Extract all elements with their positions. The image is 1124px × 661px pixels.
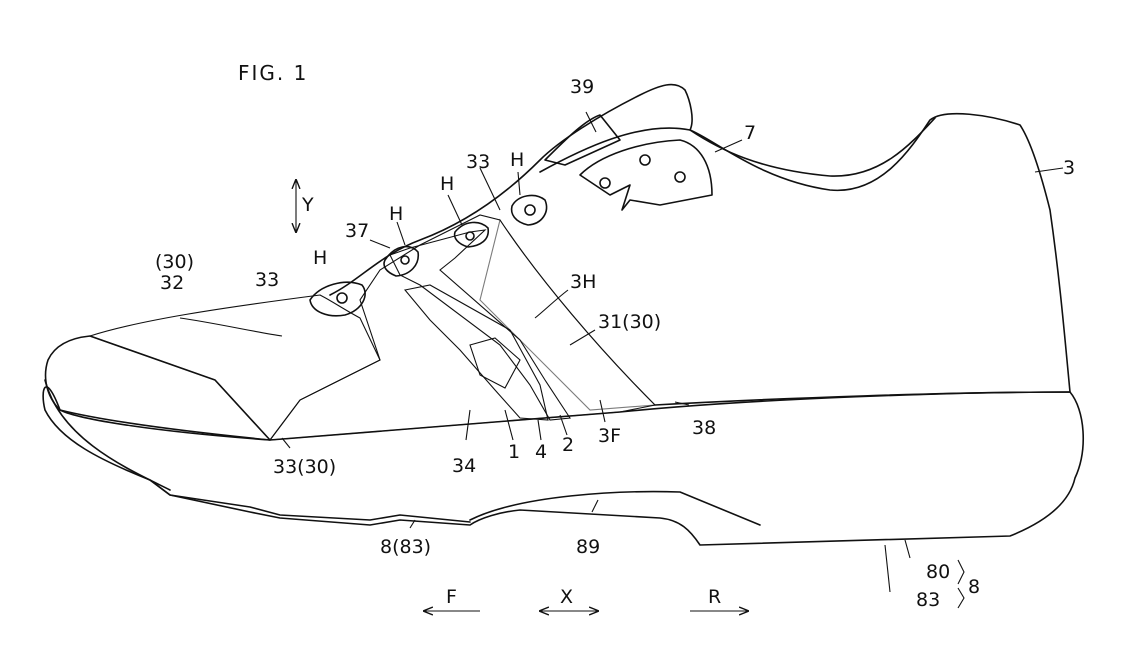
midfoot-mesh-stripe	[479, 218, 657, 411]
label-H-a: H	[440, 173, 454, 195]
label-39: 39	[570, 76, 594, 98]
label-33-left: 33	[255, 269, 279, 291]
collar-top	[329, 83, 1071, 393]
label-3F: 3F	[598, 425, 621, 447]
tongue-39	[544, 114, 621, 166]
support-band-rear	[389, 229, 571, 421]
eyelet-top	[510, 194, 548, 226]
forefoot-mesh	[88, 294, 381, 441]
eyelet-front-hole	[336, 292, 348, 304]
label-3H: 3H	[570, 271, 596, 293]
label-37: 37	[345, 220, 369, 242]
label-33-30: 33(30)	[273, 456, 336, 478]
label-33-top: 33	[466, 151, 490, 173]
label-8-83: 8(83)	[380, 536, 431, 558]
support-band-front	[403, 284, 549, 421]
eyelet-top-hole	[524, 204, 536, 216]
outsole-pods	[149, 479, 471, 523]
label-x-axis: X	[560, 586, 573, 608]
label-34: 34	[452, 455, 476, 477]
label-H-b: H	[389, 203, 403, 225]
heel-tab	[579, 139, 713, 211]
label-30-paren: (30)	[155, 251, 194, 273]
label-Y: Y	[301, 194, 314, 216]
label-83: 83	[916, 589, 940, 611]
heel-tab-hole-1	[599, 177, 611, 189]
label-1: 1	[508, 441, 520, 463]
sole-outline	[42, 386, 1084, 546]
midsole-lower-line	[44, 379, 761, 526]
label-4: 4	[535, 441, 547, 463]
eyelet-37-hole	[400, 255, 410, 265]
label-80: 80	[926, 561, 950, 583]
label-2: 2	[562, 434, 574, 456]
heel-tab-hole-3	[674, 171, 686, 183]
eyelet-front	[309, 281, 366, 317]
heel-tab-hole-2	[639, 154, 651, 166]
label-8: 8	[968, 576, 980, 598]
label-31-30: 31(30)	[598, 311, 661, 333]
figure-title: FIG. 1	[238, 61, 308, 85]
label-32: 32	[160, 272, 184, 294]
eyelet-mid	[453, 221, 490, 248]
collar-inner	[539, 117, 936, 177]
label-H-top: H	[510, 149, 524, 171]
toe-cap	[44, 335, 271, 441]
upper-to-heel-line	[654, 391, 1071, 406]
label-front: F	[446, 586, 457, 608]
label-H-c: H	[313, 247, 327, 269]
label-38: 38	[692, 417, 716, 439]
eyelet-mid-hole	[465, 231, 475, 241]
label-rear: R	[708, 586, 721, 608]
leader-lines	[179, 111, 1064, 609]
label-7: 7	[744, 122, 756, 144]
support-band-hole	[469, 337, 521, 389]
label-3: 3	[1063, 157, 1075, 179]
label-89: 89	[576, 536, 600, 558]
